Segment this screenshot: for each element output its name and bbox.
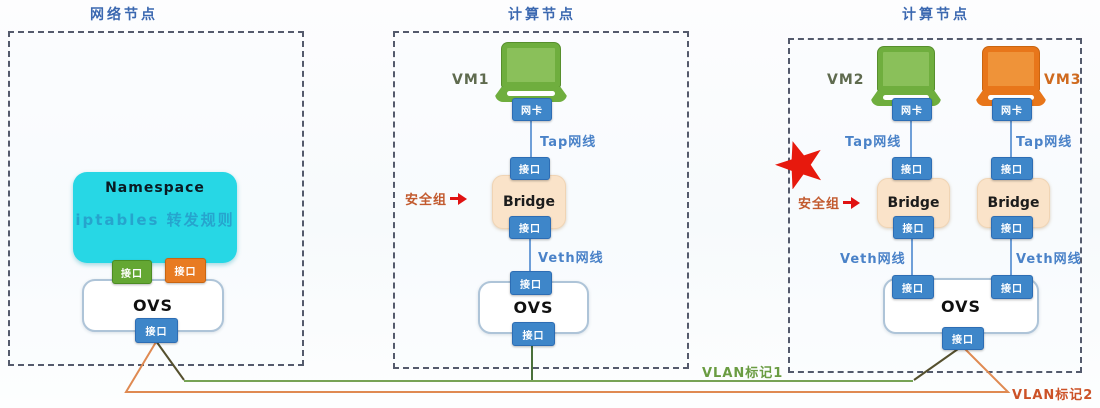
veth-cable-label-vm1: Veth网线 [538,251,604,266]
vm2-tap-port: 接口 [892,157,932,180]
vm1-laptop-icon [495,43,567,102]
compute1-ovs-bottom-port: 接口 [512,322,555,346]
tap-cable-label-vm1: Tap网线 [540,135,597,150]
vm3-bridge-bottom-port: 接口 [991,216,1033,239]
security-group-arrow-1-icon [450,197,459,200]
compute1-ovs-top-port: 接口 [510,271,552,295]
tap-cable-label-vm3: Tap网线 [1016,135,1073,150]
vm1-tap-port: 接口 [510,157,550,180]
compute2-ovs-top-port-left: 接口 [892,275,934,299]
vm2-nic-box: 网卡 [892,98,932,121]
compute2-ovs-top-port-right: 接口 [991,275,1033,299]
veth-cable-label-vm2: Veth网线 [840,252,906,267]
network-ovs-label: OVS [132,296,174,315]
security-group-callout-1: 安全组 [405,189,473,208]
vm1-bridge-box: Bridge [492,175,566,229]
security-group-arrow-2-icon [843,201,852,204]
compute2-ovs-bottom-port: 接口 [942,327,984,350]
tap-cable-label-vm2: Tap网线 [845,135,902,150]
veth-cable-label-vm3: Veth网线 [1016,252,1082,267]
vm2-bridge-label: Bridge [887,195,940,211]
namespace-port-green: 接口 [112,260,152,284]
alert-star-icon [775,141,822,189]
compute1-ovs-label: OVS [513,298,554,317]
vlan1-tag-label: VLAN标记1 [702,366,784,381]
vm1-label: VM1 [452,72,490,88]
vm2-bridge-bottom-port: 接口 [893,216,934,239]
vm3-label: VM3 [1044,72,1082,88]
network-ovs-bottom-port: 接口 [135,318,178,343]
vm3-bridge-label: Bridge [987,195,1040,211]
vm1-nic-box: 网卡 [512,98,552,121]
vm2-laptop-screen [878,47,934,91]
namespace-port-orange: 接口 [165,258,206,283]
network-node-title: 网络节点 [90,7,158,23]
namespace-box: Namespace iptables 转发规则 [73,172,237,263]
vlan2-tag-label: VLAN标记2 [1012,388,1094,403]
vm3-laptop-screen [983,47,1039,91]
vlan2-line [124,341,1011,393]
vm3-nic-box: 网卡 [992,98,1032,121]
security-group-label-2: 安全组 [798,197,841,212]
compute2-ovs-vlan1-link [913,348,959,381]
vm2-label: VM2 [827,72,865,88]
vm1-bridge-label: Bridge [503,194,555,210]
network-ovs-vlan1-link [155,340,185,381]
iptables-rule-label: iptables 转发规则 [75,211,235,229]
vm1-bridge-bottom-port: 接口 [509,216,551,239]
security-group-label-1: 安全组 [405,193,448,208]
vm3-tap-port: 接口 [991,157,1033,180]
security-group-callout-2: 安全组 [798,193,866,212]
compute-node-1-title: 计算节点 [508,7,576,23]
namespace-title: Namespace [105,180,205,196]
vm1-laptop-screen [502,43,560,87]
compute-node-2-title: 计算节点 [902,7,970,23]
compute2-ovs-label: OVS [940,296,982,316]
